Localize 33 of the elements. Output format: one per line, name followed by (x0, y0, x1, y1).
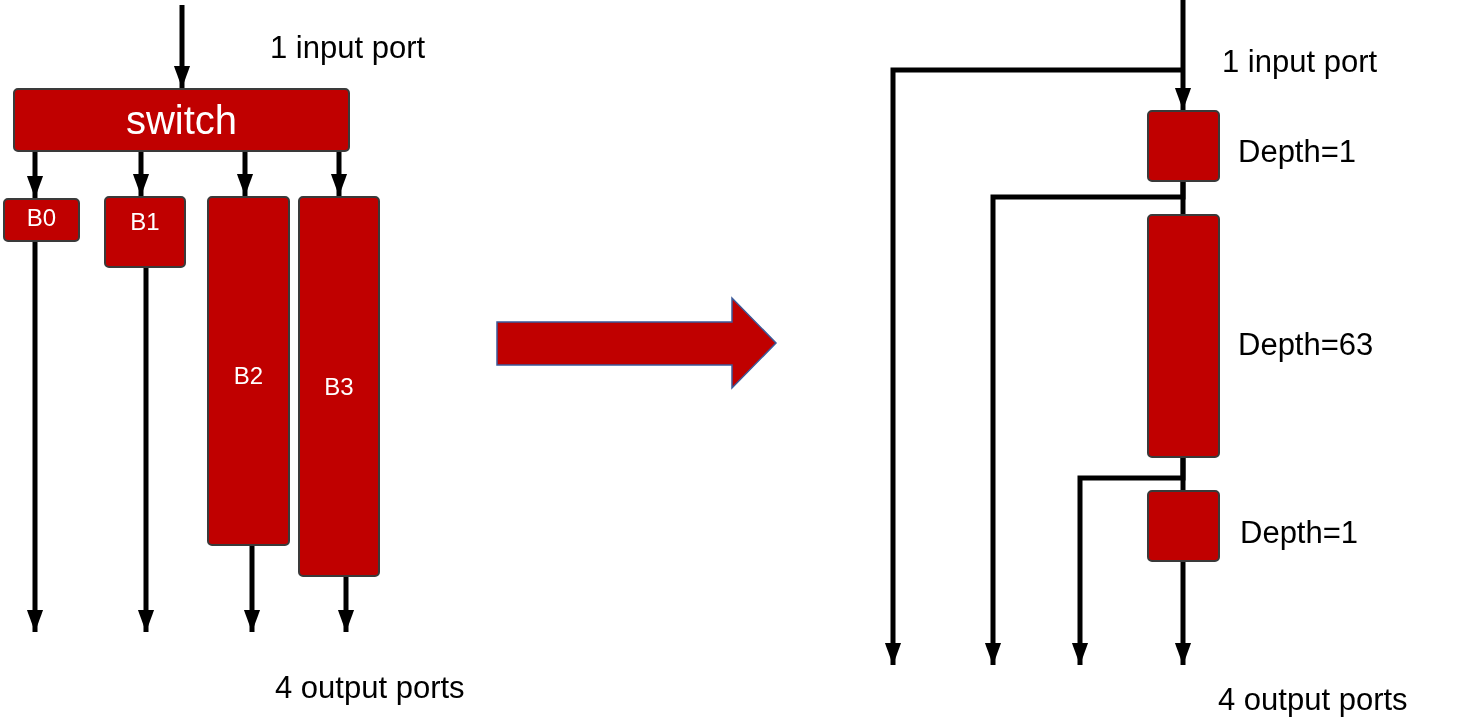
depth-label: Depth=63 (1238, 329, 1374, 360)
block-label: B1 (130, 210, 160, 234)
switch-block (13, 88, 350, 152)
port-label: 4 output ports (275, 672, 465, 703)
arrow (236, 152, 254, 196)
port-label: 1 input port (270, 32, 426, 63)
block-label: B2 (233, 364, 264, 388)
block-label: B0 (26, 206, 57, 230)
arrow (330, 152, 348, 196)
block-label: switch (125, 100, 238, 140)
arrow (1071, 458, 1186, 665)
block-label: B3 (324, 374, 354, 399)
arrow (984, 182, 1186, 665)
arrow (26, 152, 44, 198)
port-label: 1 input port (1222, 46, 1378, 77)
arrow (243, 546, 261, 632)
buffer-block (207, 196, 290, 546)
arrow (173, 5, 191, 88)
depth-label: Depth=1 (1240, 517, 1359, 548)
buffer-block (298, 196, 380, 577)
buffer-block (104, 196, 186, 268)
port-label: 4 output ports (1218, 684, 1408, 715)
buffer-block (1147, 110, 1220, 182)
buffer-block (1147, 214, 1220, 458)
arrow (1174, 562, 1192, 665)
buffer-block (1147, 490, 1220, 562)
buffer-block (3, 198, 80, 242)
depth-label: Depth=1 (1238, 136, 1357, 167)
arrow (1174, 0, 1192, 110)
arrow (26, 242, 44, 632)
arrow (337, 577, 355, 632)
arrow (137, 268, 155, 632)
arrow (132, 152, 150, 196)
